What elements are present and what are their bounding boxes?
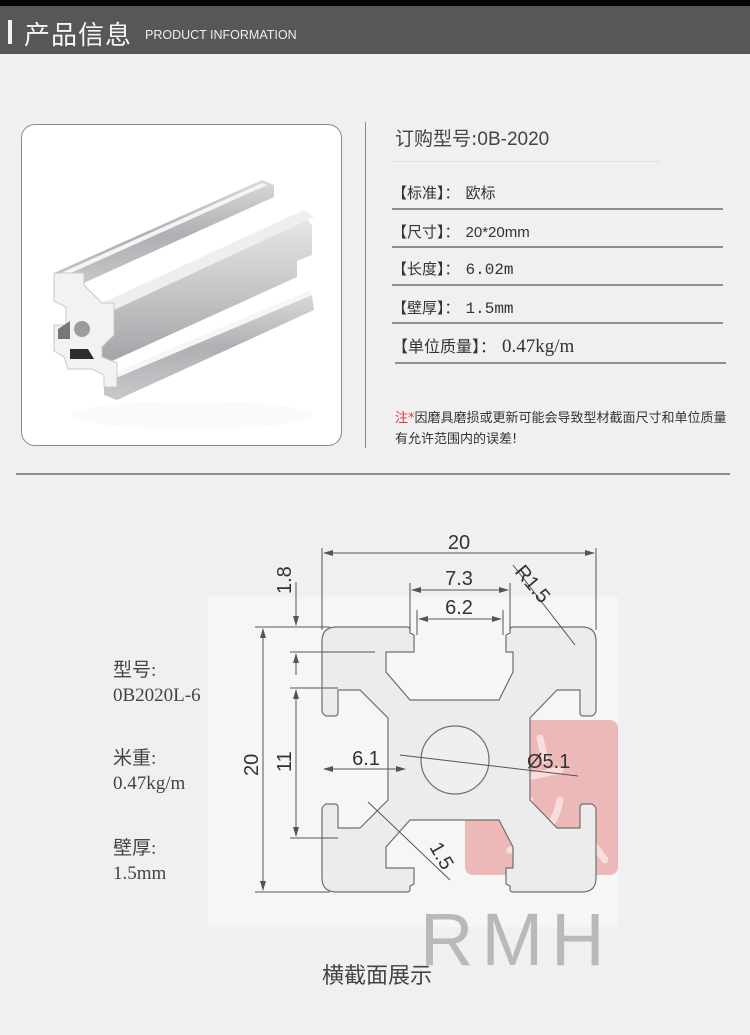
spec-divider xyxy=(392,246,723,248)
spec-key: 【尺寸】： xyxy=(392,223,460,241)
weight-label: 米重: xyxy=(113,748,157,769)
spec-row-size: 【尺寸】： 20*20mm xyxy=(392,221,722,242)
wall-value: 1.5mm xyxy=(113,863,167,884)
spec-value: 20*20mm xyxy=(465,224,530,241)
model-value: 0B2020L-6 xyxy=(113,685,201,706)
spec-value: 欧标 xyxy=(465,185,496,202)
order-model-label: 订购型号: xyxy=(395,128,478,150)
spec-divider xyxy=(392,284,723,286)
dim-lip: 1.8 xyxy=(274,566,296,594)
spec-key: 【壁厚】： xyxy=(392,299,460,317)
dim-slot-outer: 7.3 xyxy=(445,568,473,590)
title-divider xyxy=(392,161,660,162)
spec-row-wall-thickness: 【壁厚】： 1.5mm xyxy=(392,297,722,318)
wall-label: 壁厚: xyxy=(113,838,157,859)
dim-height: 20 xyxy=(241,754,263,776)
order-model: 订购型号:0B-2020 xyxy=(395,124,549,151)
spec-value: 6.02m xyxy=(465,261,514,279)
spec-key: 【单位质量】： xyxy=(392,337,497,356)
profile-outline xyxy=(321,626,597,893)
section-divider xyxy=(16,473,730,475)
header-title: 产品信息 xyxy=(24,21,133,51)
order-model-value: 0B-2020 xyxy=(477,129,550,150)
spec-value: 1.5mm xyxy=(465,300,514,318)
model-label: 型号: xyxy=(113,660,157,681)
tolerance-note: 注*因磨具磨损或更新可能会导致型材截面尺寸和单位质量有允许范围内的误差! xyxy=(395,408,730,450)
note-text: 因磨具磨损或更新可能会导致型材截面尺寸和单位质量有允许范围内的误差! xyxy=(395,411,727,447)
dim-bore: Ø5.1 xyxy=(527,751,570,773)
spec-key: 【标准】： xyxy=(392,184,460,202)
section-header: 产品信息 PRODUCT INFORMATION xyxy=(0,6,750,54)
spec-row-length: 【长度】： 6.02m xyxy=(392,258,722,279)
dim-inner-height: 11 xyxy=(274,751,296,772)
spec-divider xyxy=(392,322,723,324)
top-border xyxy=(0,0,750,6)
weight-value: 0.47kg/m xyxy=(113,773,186,794)
drawing-caption: 横截面展示 xyxy=(322,964,433,989)
dimension-lines xyxy=(255,548,597,893)
dim-wall: 1.5 xyxy=(425,839,458,874)
spec-value: 0.47kg/m xyxy=(502,336,575,357)
vertical-divider xyxy=(365,122,366,448)
note-prefix: 注* xyxy=(395,411,415,426)
spec-row-unit-mass: 【单位质量】： 0.47kg/m xyxy=(392,333,722,358)
header-accent-bar xyxy=(8,20,12,44)
spec-divider xyxy=(392,208,723,210)
dim-slot-inner: 6.2 xyxy=(445,597,473,619)
spec-divider xyxy=(395,362,726,364)
header-subtitle: PRODUCT INFORMATION xyxy=(145,28,297,42)
dim-width: 20 xyxy=(448,532,470,554)
spec-key: 【长度】： xyxy=(392,260,460,278)
aluminum-profile-illustration xyxy=(53,180,314,429)
product-image xyxy=(21,124,342,446)
watermark-text: RMH xyxy=(420,898,613,981)
spec-row-standard: 【标准】： 欧标 xyxy=(392,182,722,203)
dim-depth: 6.1 xyxy=(352,748,380,770)
dim-radius: R1.5 xyxy=(510,561,554,608)
